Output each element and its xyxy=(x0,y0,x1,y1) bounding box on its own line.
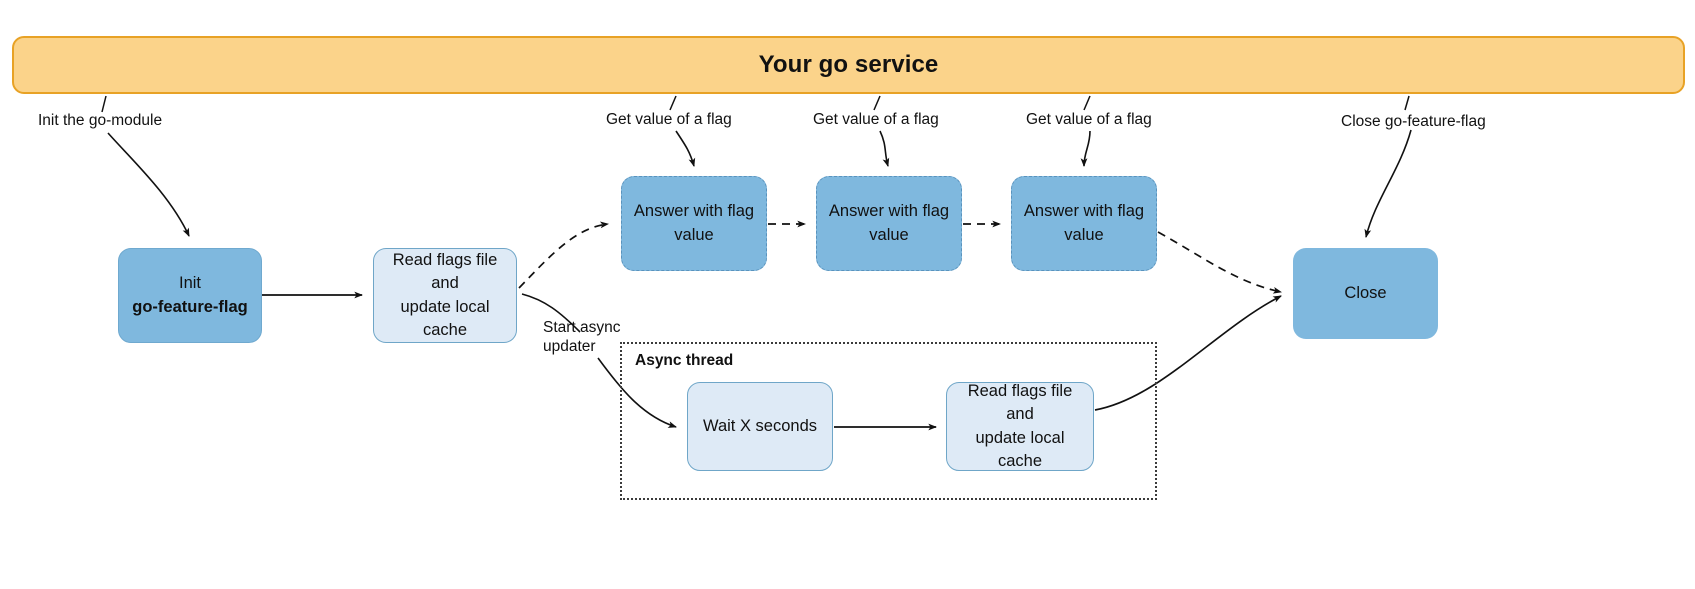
edge-label-start-async-line1: Start async xyxy=(543,319,621,336)
node-read-flags-line1: Read flags file xyxy=(392,250,498,269)
node-read-flags-file-async[interactable]: Read flags file and update local cache xyxy=(946,382,1094,471)
banner-title: Your go service xyxy=(758,51,939,78)
node-answer-2-text: Answer with flag value xyxy=(821,200,957,247)
node-answer-with-flag-value-2[interactable]: Answer with flag value xyxy=(816,176,962,271)
node-answer-with-flag-value-3[interactable]: Answer with flag value xyxy=(1011,176,1157,271)
node-read-flags-line3: update local cache xyxy=(400,297,490,339)
edge-label-start-async-updater: Start async updater xyxy=(543,318,621,357)
node-read-flags-file[interactable]: Read flags file and update local cache xyxy=(373,248,517,343)
node-wait-text: Wait X seconds xyxy=(695,415,825,438)
your-go-service-banner: Your go service xyxy=(12,36,1685,94)
node-init-text: Init go-feature-flag xyxy=(124,272,256,319)
edge-label-get-value-of-a-flag-1: Get value of a flag xyxy=(606,111,732,128)
node-read-flags-async-line2: and xyxy=(1006,405,1034,424)
async-thread-container: Async thread xyxy=(620,342,1157,500)
node-wait-line1: Wait X seconds xyxy=(702,416,818,435)
node-read-flags-line2: and xyxy=(431,274,459,293)
node-close-text: Close xyxy=(1336,282,1394,305)
edge-close-label-to-close xyxy=(1364,129,1412,238)
edge-answer3-to-close xyxy=(1157,231,1282,294)
node-wait-x-seconds[interactable]: Wait X seconds xyxy=(687,382,833,471)
edge-banner-stub-3 xyxy=(1083,95,1091,111)
node-answer-3-text: Answer with flag value xyxy=(1016,200,1152,247)
node-read-flags-async-line1: Read flags file xyxy=(967,381,1073,400)
edge-banner-stub-close xyxy=(1404,95,1410,111)
node-answer-3-line2: value xyxy=(1064,225,1104,244)
async-thread-title: Async thread xyxy=(635,352,734,369)
node-close-line1: Close xyxy=(1344,283,1387,302)
edge-label-init-the-go-module: Init the go-module xyxy=(38,112,163,129)
edge-get1-to-answer1 xyxy=(675,130,696,167)
edge-label-get-value-of-a-flag-2: Get value of a flag xyxy=(813,111,939,128)
node-init-line2: go-feature-flag xyxy=(132,297,248,316)
edge-init-label-to-init xyxy=(107,132,190,237)
node-answer-3-line1: Answer with flag xyxy=(1023,202,1145,221)
node-read-flags-async-text: Read flags file and update local cache xyxy=(947,380,1093,474)
edge-label-start-async-line2: updater xyxy=(543,338,596,356)
edge-banner-to-init-label xyxy=(101,95,107,113)
node-answer-2-line1: Answer with flag xyxy=(828,202,950,221)
node-close[interactable]: Close xyxy=(1293,248,1438,339)
node-answer-1-line2: value xyxy=(674,225,714,244)
edge-banner-stub-1 xyxy=(669,95,677,111)
edge-banner-stub-2 xyxy=(873,95,881,111)
edge-readflags-to-answer1 xyxy=(518,221,609,289)
node-init-line1: Init xyxy=(178,274,201,293)
edge-get2-to-answer2 xyxy=(879,130,890,167)
node-answer-2-line2: value xyxy=(869,225,909,244)
node-read-flags-text: Read flags file and update local cache xyxy=(374,249,516,343)
node-init-go-feature-flag[interactable]: Init go-feature-flag xyxy=(118,248,262,343)
node-read-flags-async-line3: update local cache xyxy=(975,428,1065,470)
edge-label-get-value-of-a-flag-3: Get value of a flag xyxy=(1026,111,1152,128)
node-answer-with-flag-value-1[interactable]: Answer with flag value xyxy=(621,176,767,271)
node-answer-1-text: Answer with flag value xyxy=(626,200,762,247)
edge-get3-to-answer3 xyxy=(1080,130,1091,168)
node-answer-1-line1: Answer with flag xyxy=(633,202,755,221)
edge-label-close-go-feature-flag: Close go-feature-flag xyxy=(1341,113,1486,130)
